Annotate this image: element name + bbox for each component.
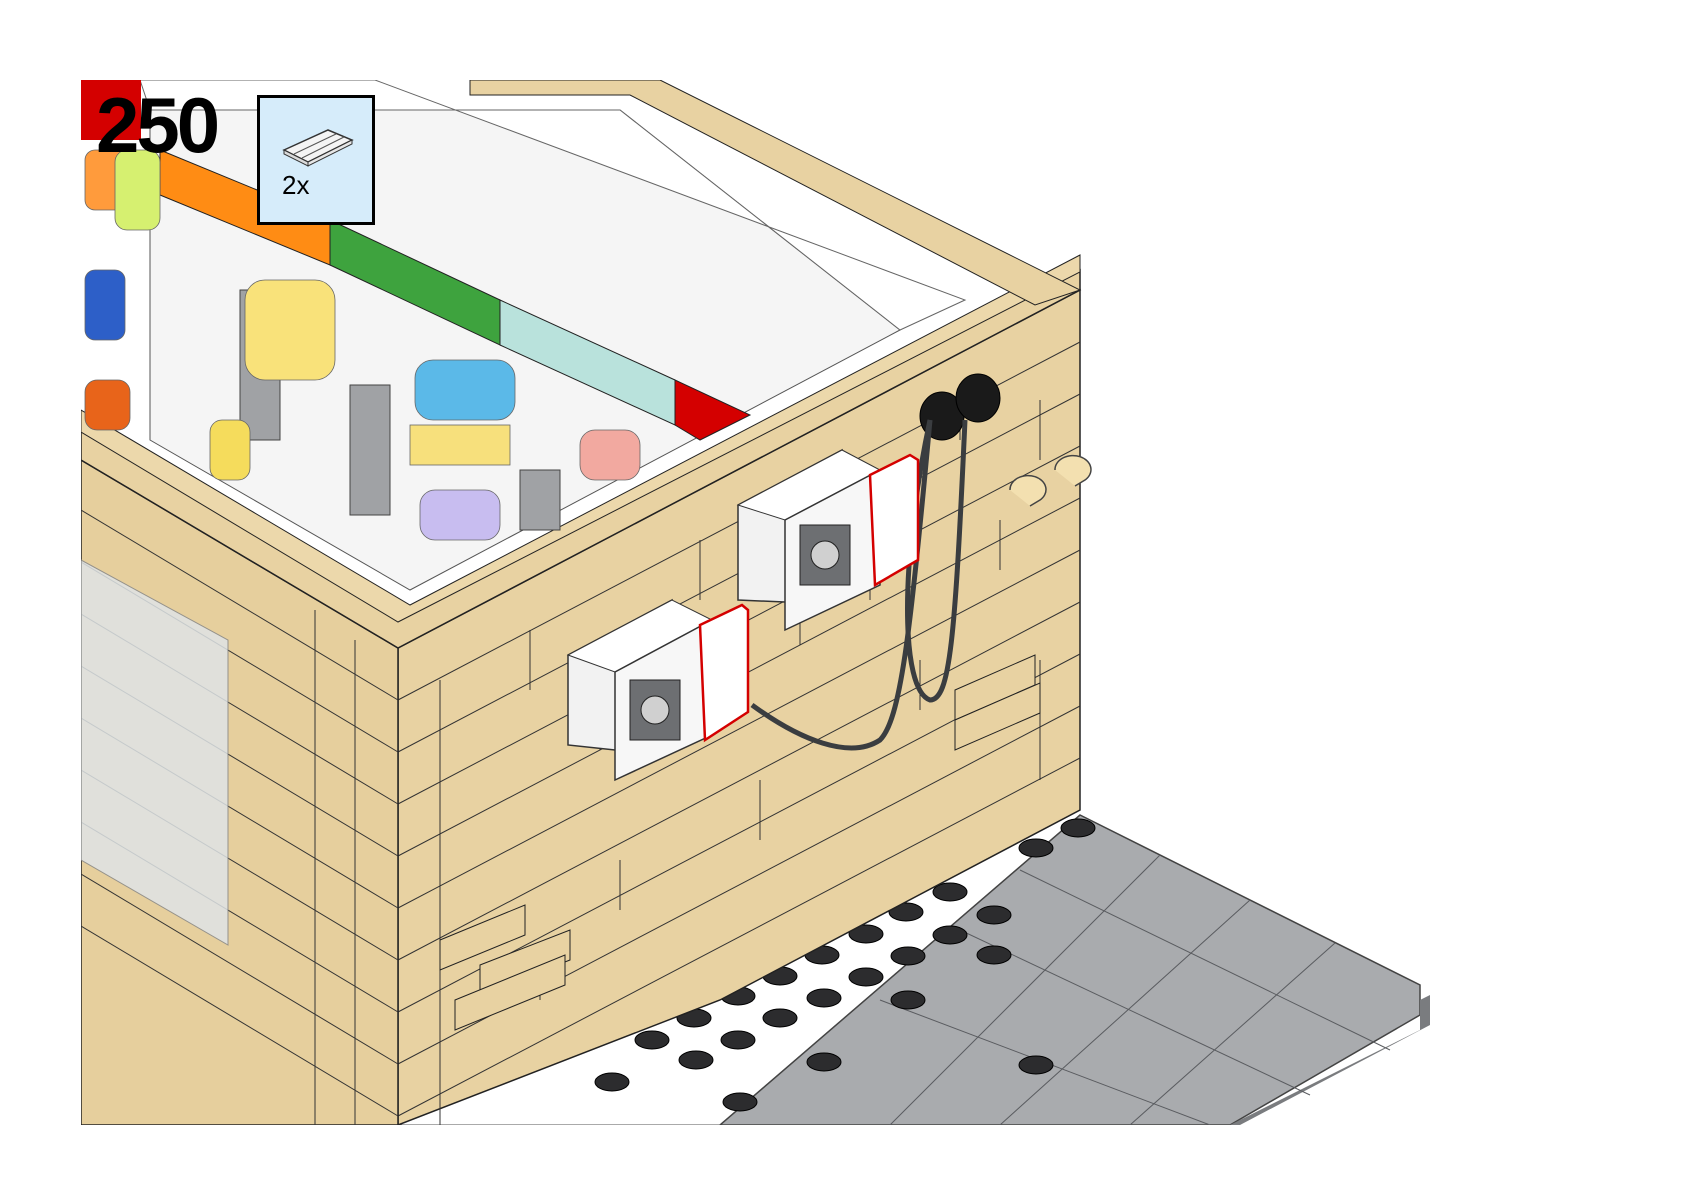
parts-callout: 2x bbox=[257, 95, 375, 225]
shop-interior bbox=[84, 80, 967, 591]
hook-clips bbox=[1009, 454, 1092, 507]
red-corner-plate bbox=[81, 80, 141, 140]
step-number: 250 bbox=[96, 81, 220, 169]
parts-quantity: 2x bbox=[282, 170, 310, 200]
ac-unit-lower bbox=[566, 598, 750, 782]
roof-ledge bbox=[81, 80, 1082, 649]
left-wall bbox=[81, 459, 399, 1125]
ac-unit-upper bbox=[736, 448, 920, 632]
tile-1x2-grooved-white-icon bbox=[282, 129, 354, 167]
